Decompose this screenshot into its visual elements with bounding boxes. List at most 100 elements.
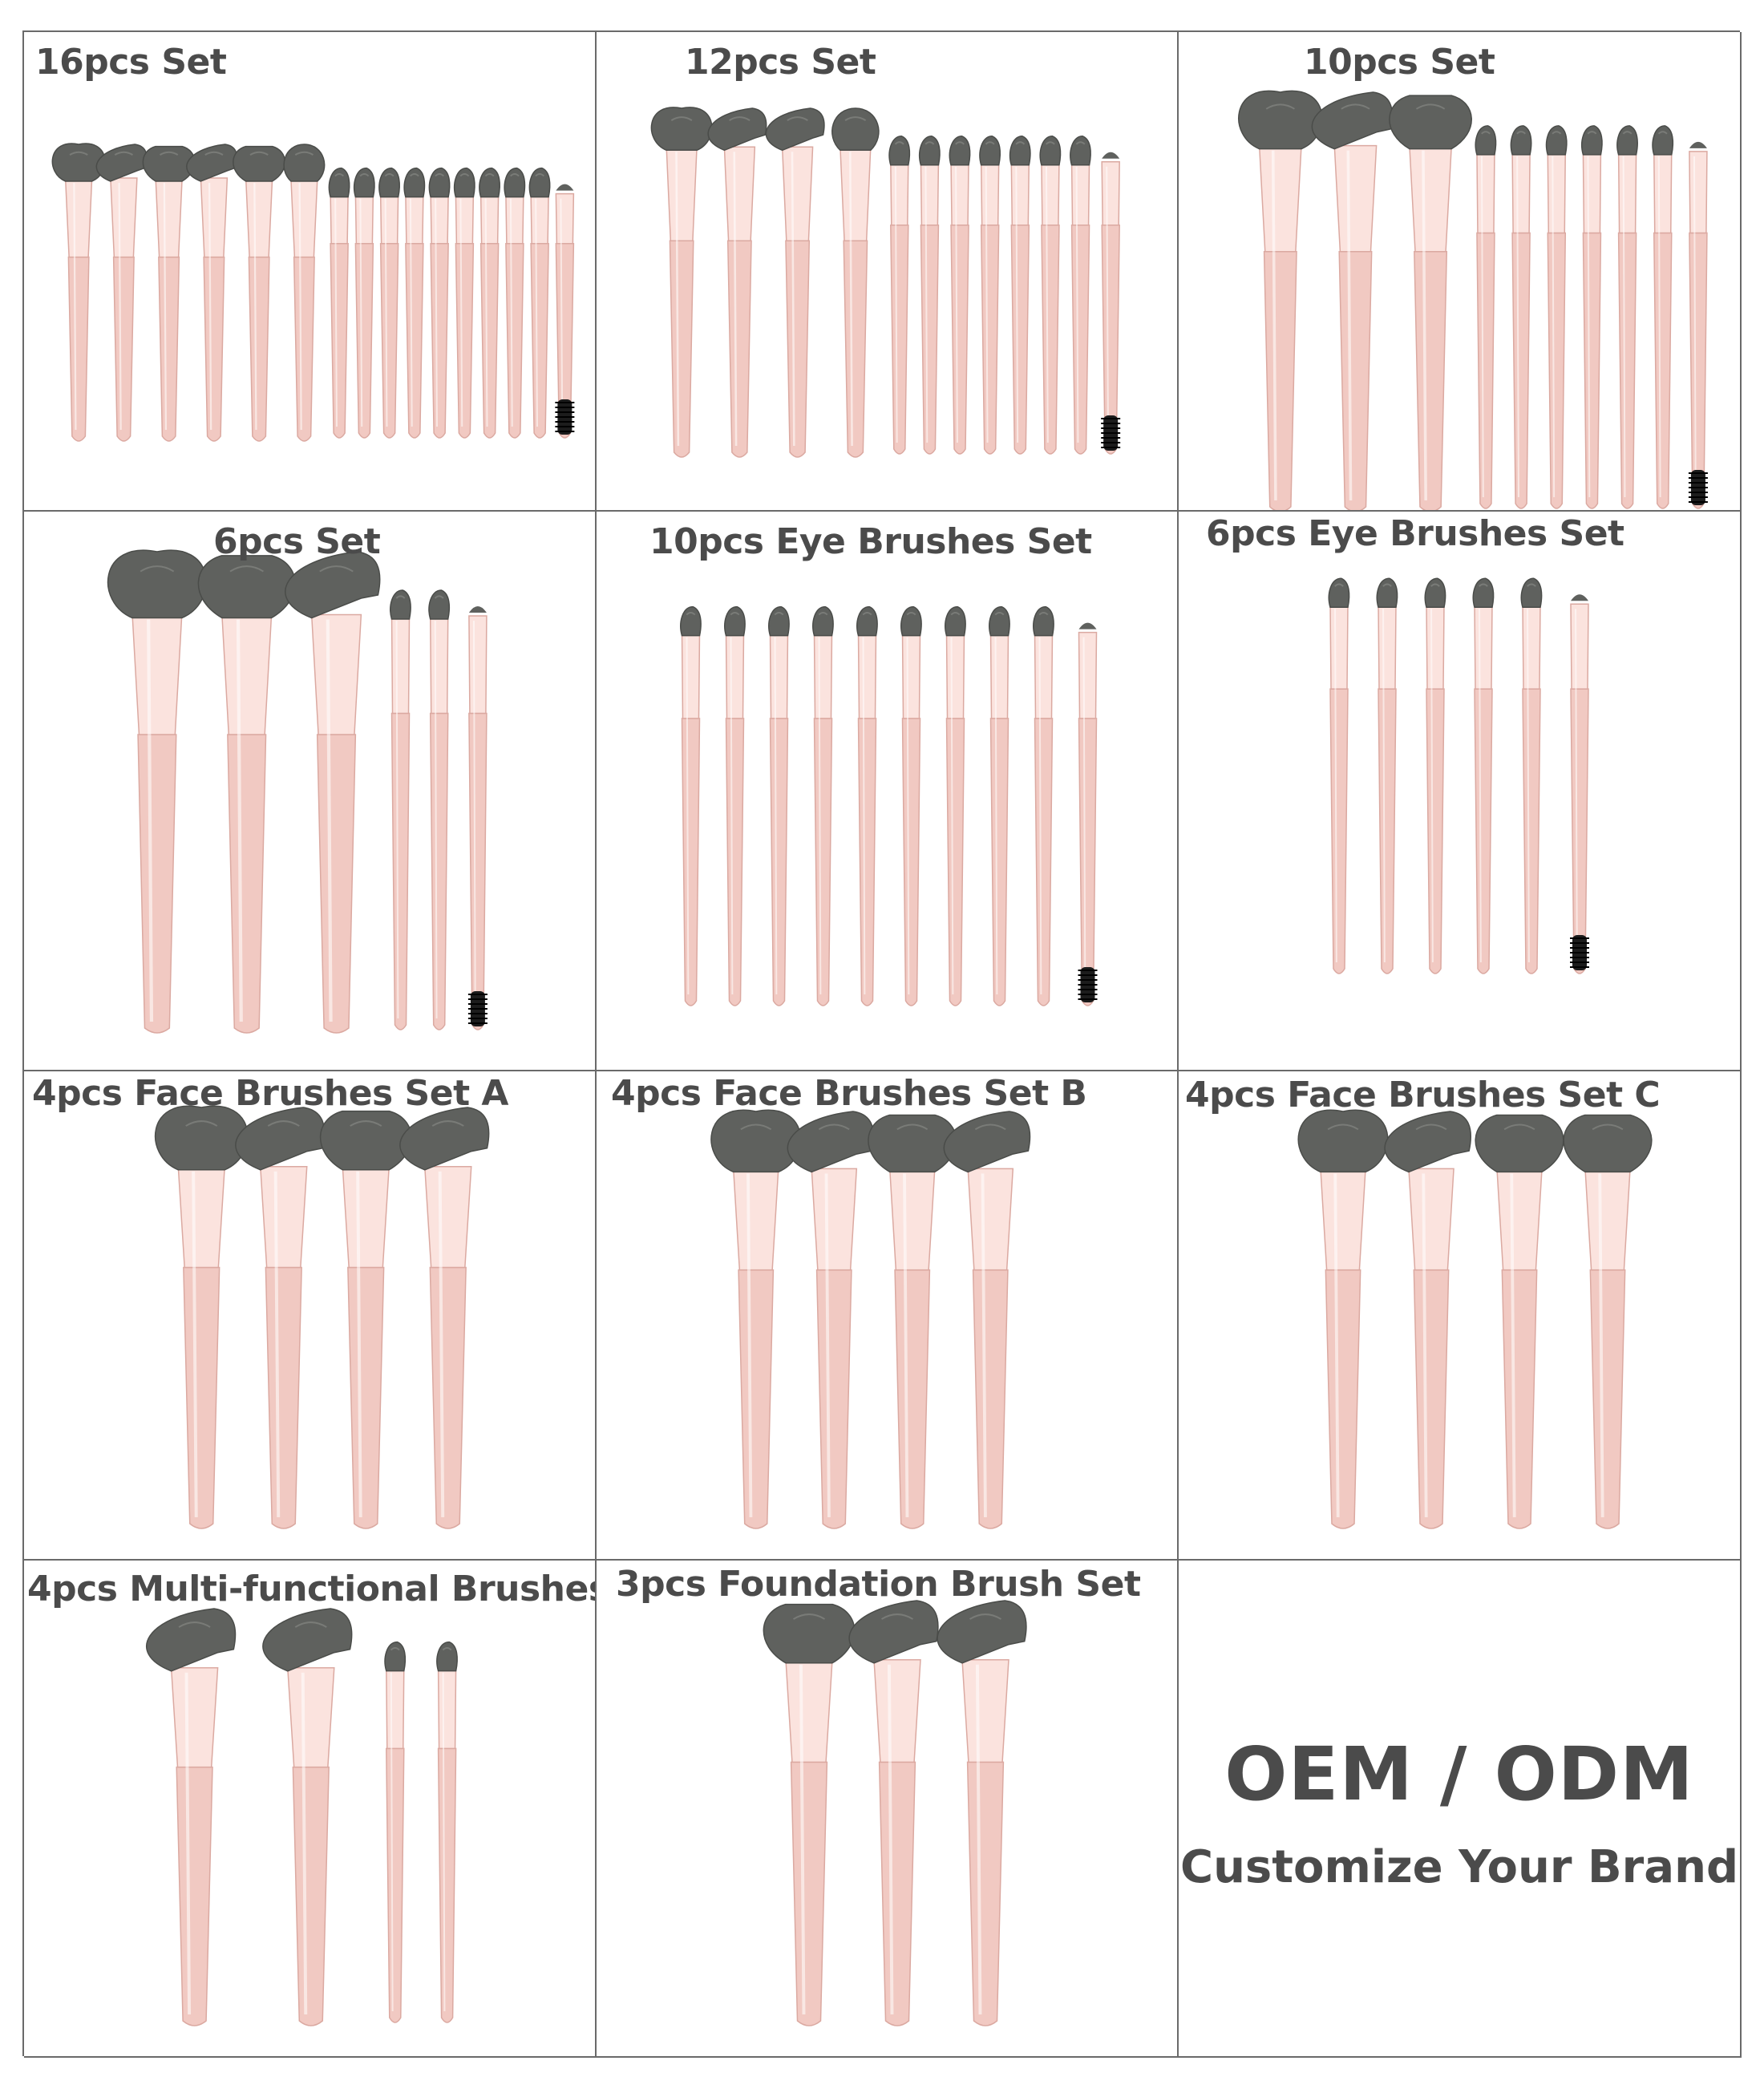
bristle-sheen [294, 1621, 327, 1628]
brush-bristles [1102, 152, 1120, 159]
brush-ferrule [1034, 631, 1054, 719]
brush-highlight [1422, 1173, 1428, 1518]
angled-brush-2 [1384, 1111, 1472, 1529]
brush-highlight [273, 1171, 281, 1518]
brush-ferrule [888, 1168, 936, 1271]
brush-highlight [1575, 609, 1578, 963]
brush-highlight [1527, 609, 1530, 963]
flat-brush-3 [1389, 95, 1472, 510]
brush-handle [1617, 232, 1637, 509]
bristle-sheen [384, 173, 394, 177]
bristle-sheen [985, 141, 995, 145]
bristle-sheen [950, 612, 961, 616]
small-brush-11 [428, 167, 451, 439]
brush-handle [1570, 688, 1589, 974]
bristle-sheen [1527, 583, 1536, 587]
brush-ferrule [857, 631, 877, 719]
small-brush-6 [1545, 125, 1568, 509]
brush-ferrule [405, 192, 424, 245]
fan-brush-1 [1297, 1109, 1389, 1529]
panel-title: 6pcs Set [213, 521, 381, 562]
brush-highlight [774, 637, 778, 995]
brush-bristles [710, 1109, 802, 1173]
brush-ferrule [1511, 151, 1531, 234]
brush-bristles [1328, 577, 1350, 608]
small-brush-8 [1616, 125, 1638, 509]
small-brush-9 [378, 167, 400, 439]
spoolie-brush-6 [1570, 594, 1589, 974]
small-brush-2 [1376, 577, 1398, 974]
brush-handle [725, 718, 745, 1006]
bristle-sheen [459, 173, 470, 177]
brush-ferrule [330, 192, 349, 245]
flat-brush-3 [142, 145, 196, 442]
small-brush-12 [453, 167, 475, 439]
brush-ferrule [781, 146, 814, 242]
flat-brush-3 [1475, 1114, 1564, 1529]
brush-ferrule [961, 1659, 1009, 1763]
brush-highlight [438, 1171, 445, 1518]
brush-ferrule [1582, 151, 1602, 234]
brush-bristles [328, 167, 350, 198]
brush-set-image [1297, 1109, 1653, 1529]
brush-highlight [887, 1664, 894, 2015]
brush-bristles [707, 107, 767, 152]
small-brush-5 [1520, 577, 1543, 974]
bristle-sheen [894, 141, 904, 145]
brush-handle [112, 256, 135, 442]
small-brush-11 [1070, 136, 1091, 455]
brush-highlight [334, 198, 338, 427]
brush-handle [479, 243, 500, 439]
bristle-sheen [484, 173, 495, 177]
brush-bristles [949, 136, 971, 166]
brush-highlight [1106, 166, 1110, 443]
brush-bristles [154, 1105, 249, 1171]
flat-brush-3 [868, 1114, 957, 1529]
brush-highlight [298, 182, 302, 431]
brush-handle [857, 718, 877, 1006]
brush-highlight [1346, 150, 1353, 501]
brush-ferrule [1378, 603, 1397, 690]
small-brush-4 [390, 589, 411, 1030]
angled-brush-2 [1311, 91, 1394, 510]
bristle-sheen [740, 1123, 772, 1131]
bristle-sheen [390, 1647, 400, 1651]
brush-ferrule [732, 1168, 779, 1271]
panel-6pcs-eye-brushes-set: 6pcs Eye Brushes Set [1179, 512, 1742, 1071]
brush-highlight [73, 182, 77, 431]
small-brush-7 [945, 605, 966, 1006]
brush-ferrule [723, 146, 756, 242]
bristle-sheen [1382, 583, 1392, 587]
fan-brush-1 [51, 143, 106, 442]
brush-ferrule [1547, 151, 1567, 234]
panel-4pcs-multi-functional-brushes-set: 4pcs Multi-functional Brushes Set [24, 1561, 597, 2058]
brush-handle [890, 224, 909, 455]
brush-handle [430, 243, 449, 439]
brush-handle [330, 243, 349, 439]
bristle-sheen [1038, 612, 1049, 616]
brush-handle [1426, 688, 1445, 974]
brush-ferrule [1258, 144, 1302, 253]
small-brush-9 [1652, 125, 1674, 509]
bristle-sheen [818, 612, 828, 616]
brush-handle [920, 224, 940, 455]
small-brush-8 [979, 136, 1001, 455]
flat-brush-1 [763, 1603, 856, 2026]
small-brush-9 [1033, 605, 1054, 1006]
brush-ferrule [342, 1166, 390, 1269]
flat-brush-5 [233, 145, 286, 442]
small-brush-14 [504, 167, 526, 439]
brush-ferrule [386, 1666, 405, 1750]
brush-set-image [650, 107, 1121, 458]
panel-4pcs-face-brushes-set-a: 4pcs Face Brushes Set A [24, 1071, 597, 1561]
brush-ferrule [430, 192, 449, 245]
bristle-sheen [969, 1613, 1002, 1620]
brush-highlight [484, 198, 488, 427]
brush-set-image [154, 1105, 490, 1529]
angled-brush-3 [285, 551, 381, 1034]
brush-ferrule [555, 192, 575, 245]
brush-bristles [235, 1107, 326, 1171]
brush-highlight [746, 1173, 753, 1518]
bristle-sheen [409, 173, 419, 177]
brush-highlight [1552, 156, 1556, 498]
